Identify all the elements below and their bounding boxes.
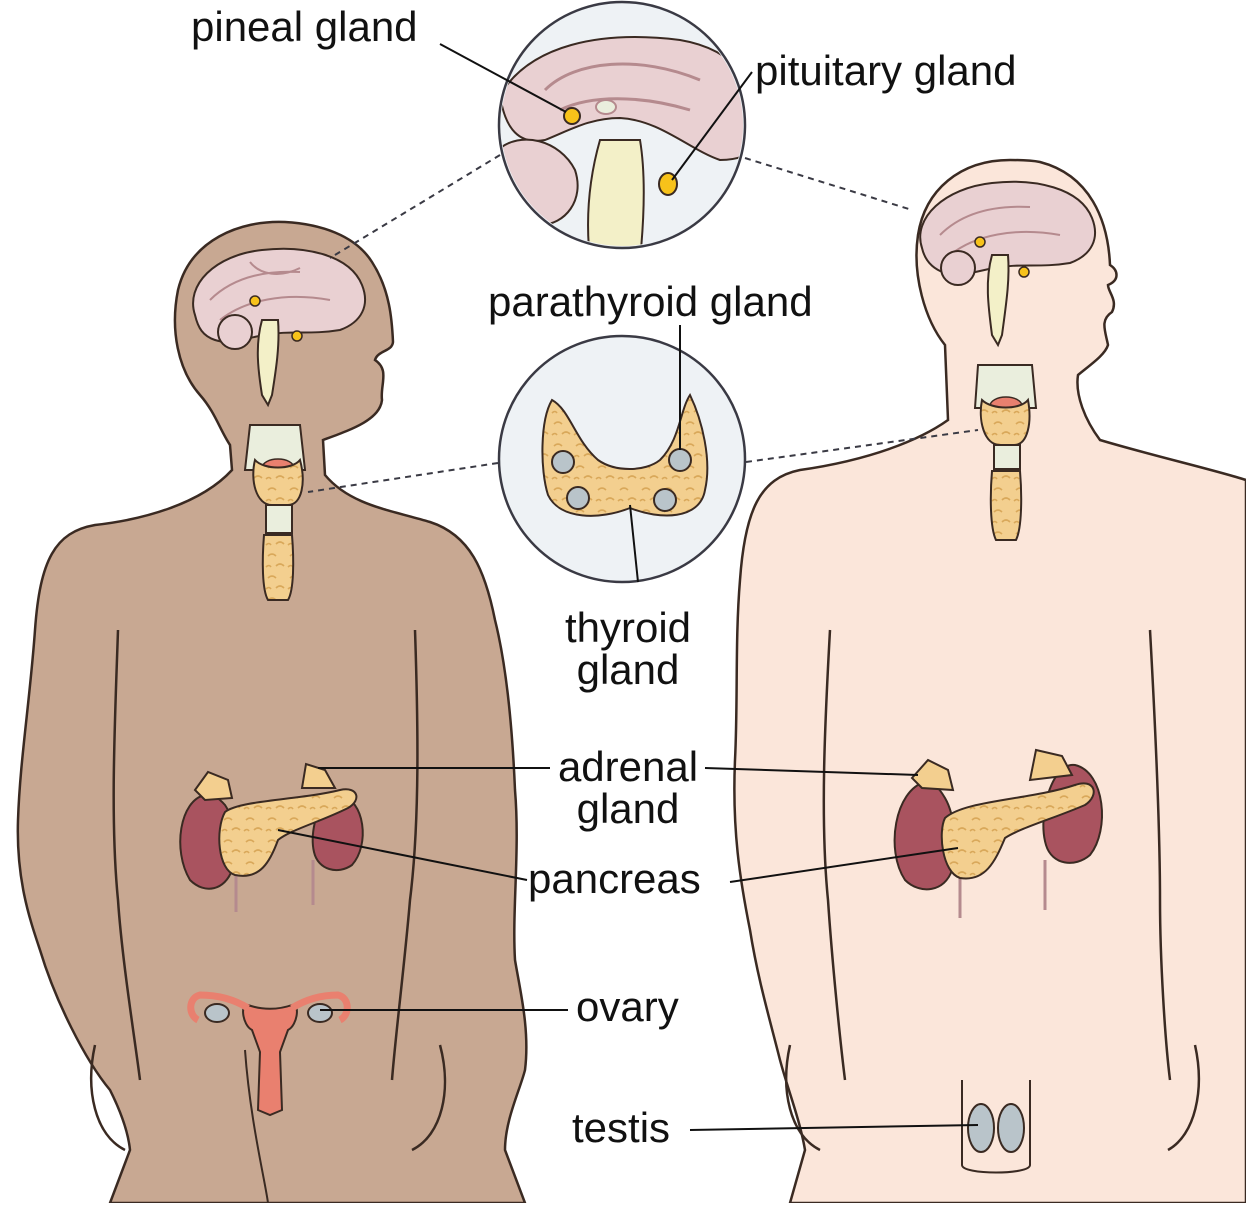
thyroid-gland-label-line1: thyroid xyxy=(528,606,728,650)
parathyroid-gland-label: parathyroid gland xyxy=(488,280,813,324)
ovary-label: ovary xyxy=(576,985,679,1029)
female-left-ovary xyxy=(205,1004,229,1022)
parathyroid-4 xyxy=(654,489,676,511)
inset-pineal-gland xyxy=(564,108,580,124)
male-pineal-dot xyxy=(975,237,985,247)
female-pituitary-dot xyxy=(292,331,302,341)
female-body-figure xyxy=(18,222,527,1203)
female-right-ovary xyxy=(308,1004,332,1022)
adrenal-gland-label-line2: gland xyxy=(528,787,728,831)
parathyroid-2 xyxy=(669,449,691,471)
parathyroid-3 xyxy=(567,487,589,509)
thyroid-gland-label-line2: gland xyxy=(528,648,728,692)
adrenal-gland-label-line1: adrenal xyxy=(528,745,728,789)
female-cerebellum xyxy=(218,315,252,349)
inset-brainstem xyxy=(588,140,644,260)
pancreas-label: pancreas xyxy=(528,857,701,901)
male-right-testis xyxy=(998,1104,1024,1152)
parathyroid-1 xyxy=(552,451,574,473)
thyroid-inset xyxy=(499,336,745,582)
testis-label: testis xyxy=(572,1106,670,1150)
female-pineal-dot xyxy=(250,296,260,306)
male-left-testis xyxy=(968,1104,994,1152)
pineal-gland-label: pineal gland xyxy=(191,5,418,49)
male-cerebellum xyxy=(941,251,975,285)
brain-inset xyxy=(498,2,760,260)
pituitary-gland-label: pituitary gland xyxy=(755,49,1017,93)
male-pituitary-dot xyxy=(1019,267,1029,277)
